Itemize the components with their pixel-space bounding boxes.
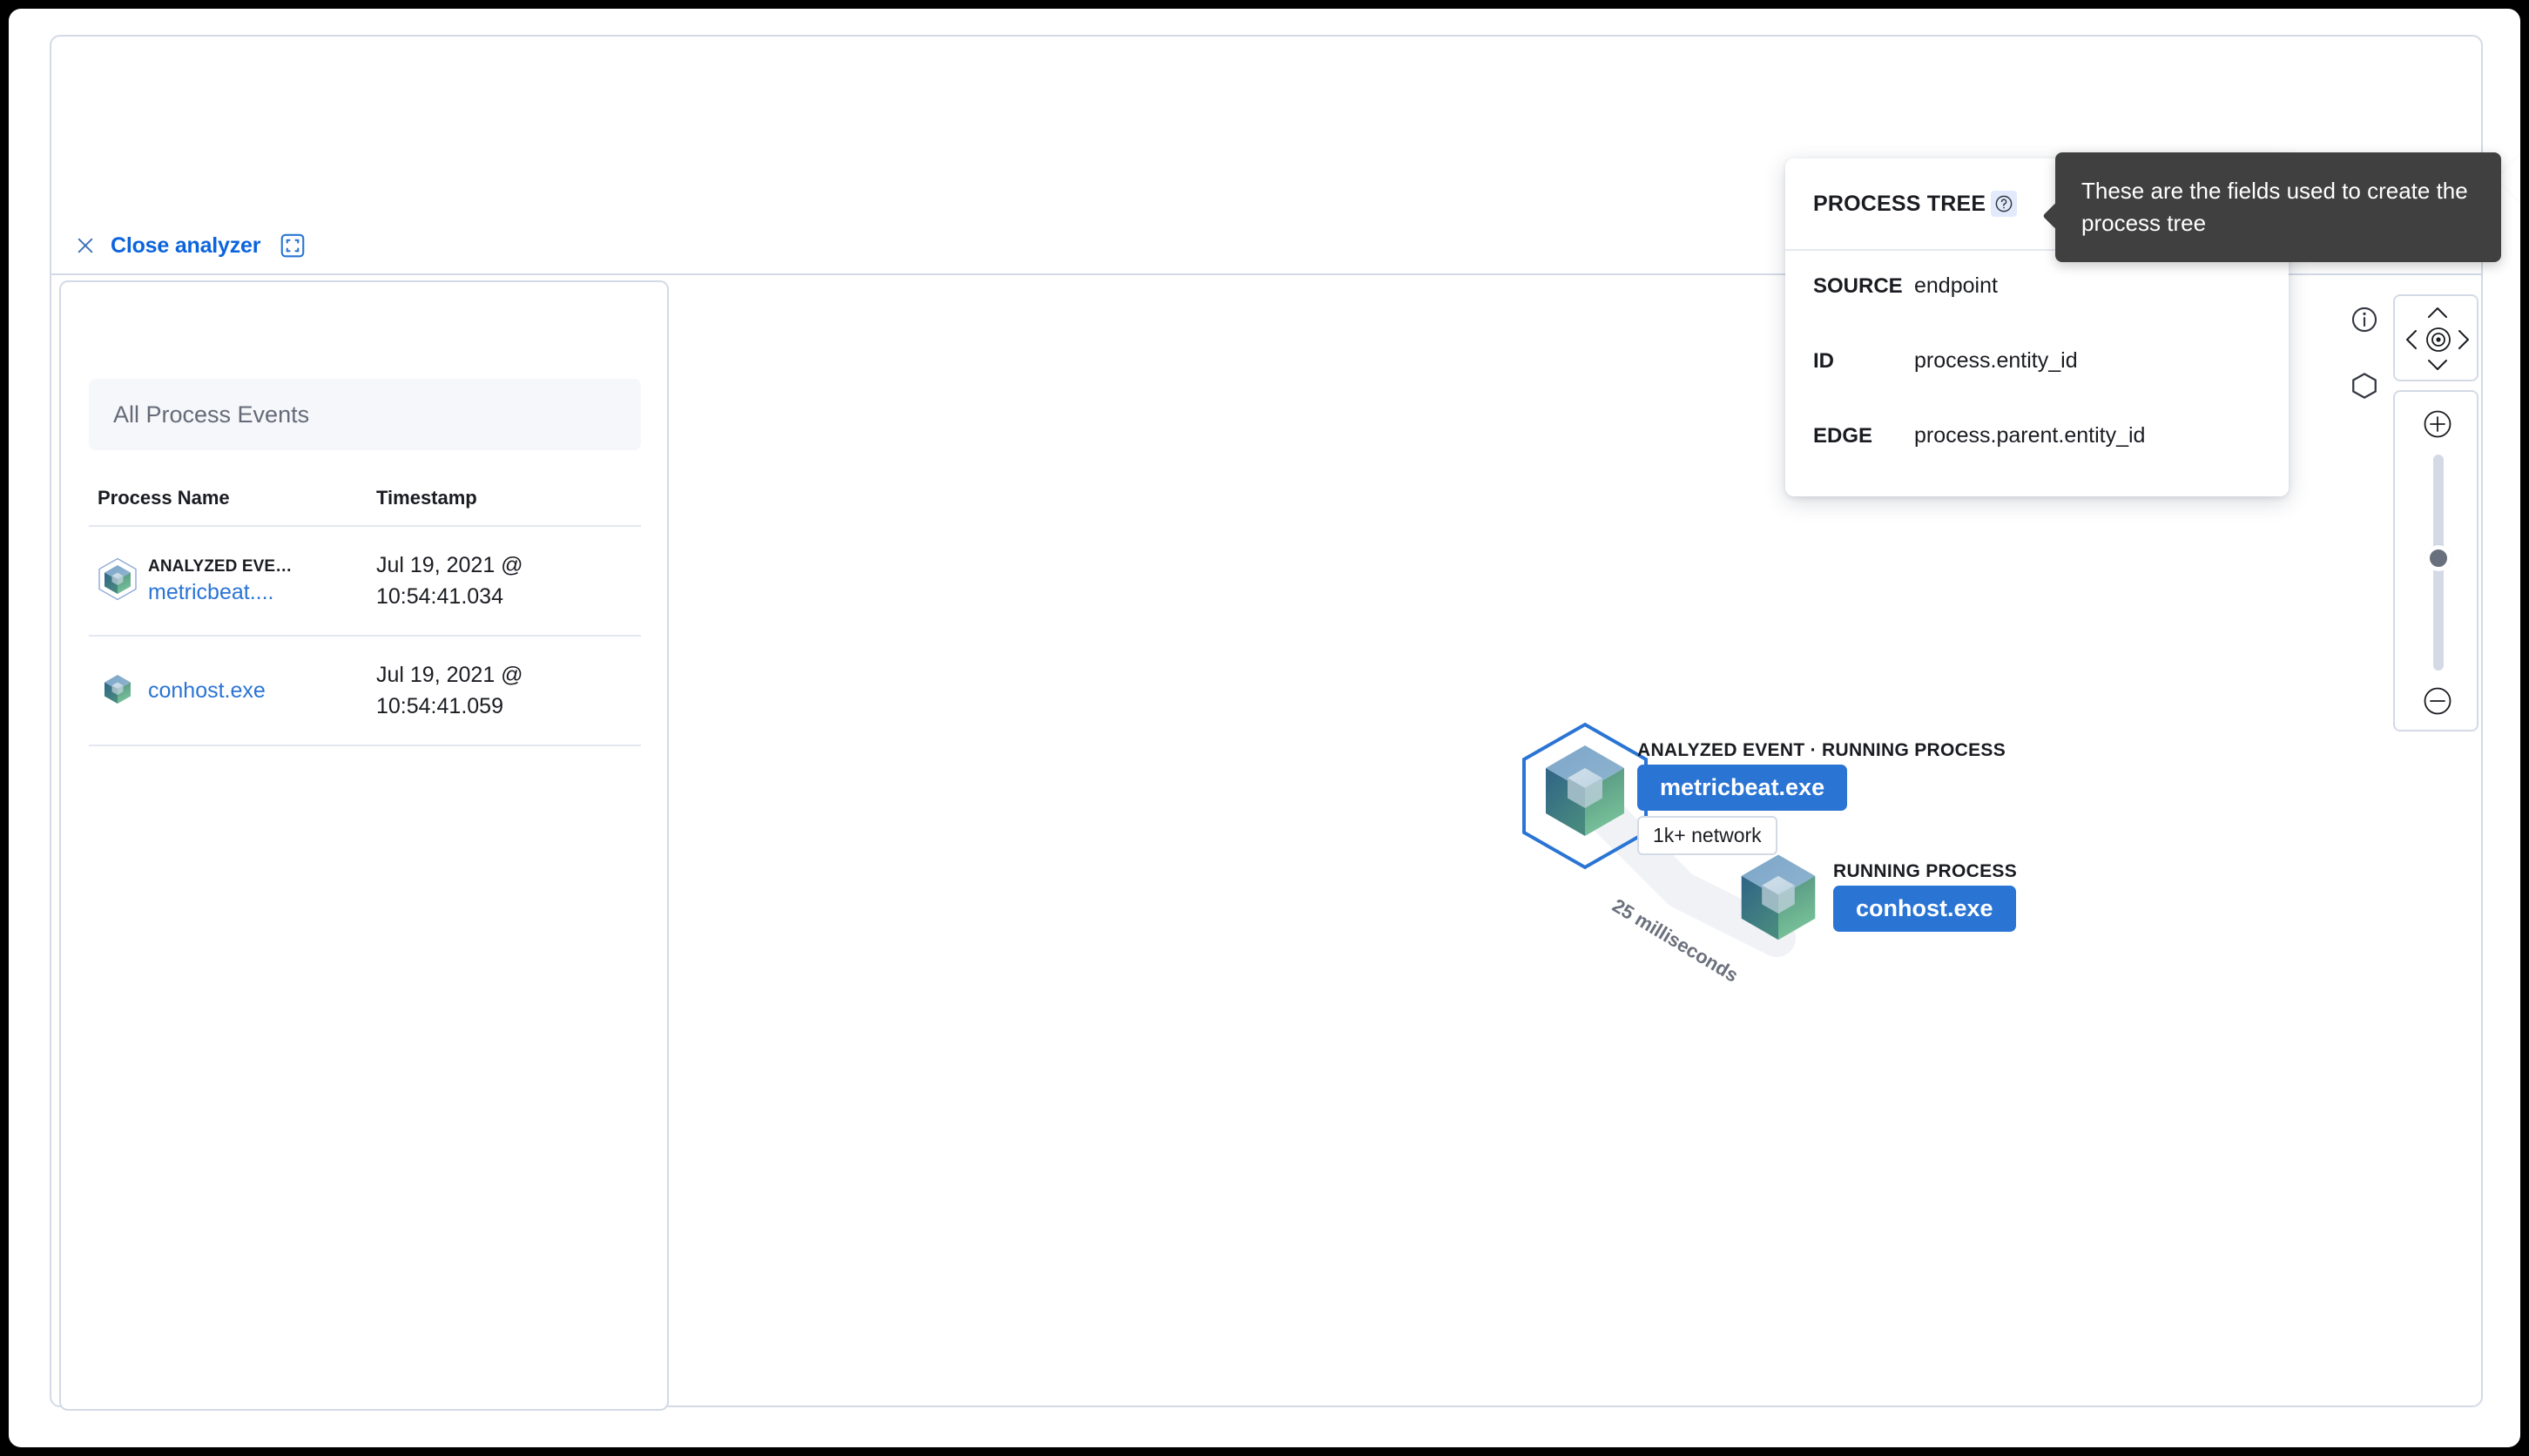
pan-left-icon[interactable] [2400,326,2423,354]
process-name-texts: ANALYZED EVE… metricbeat.... [148,557,292,605]
timestamp-cell: Jul 19, 2021 @ 10:54:41.034 [376,552,523,609]
column-header-timestamp: Timestamp [376,487,477,509]
analyzed-event-badge: ANALYZED EVE… [148,556,293,576]
selected-hexagon-ring-icon [1522,722,1648,870]
close-analyzer-label: Close analyzer [111,233,261,258]
all-process-events-filter-label: All Process Events [113,401,310,428]
process-name-cell: conhost.exe [98,667,376,715]
info-circle-icon[interactable] [2350,305,2379,334]
node-kicker: ANALYZED EVENT · RUNNING PROCESS [1637,740,2006,760]
pan-up-icon[interactable] [2424,301,2451,324]
popover-header: PROCESS TREE [1785,158,2289,251]
popover-field-value: process.parent.entity_id [1914,423,2146,448]
zoom-in-icon[interactable] [2421,408,2454,441]
process-name-cell: ANALYZED EVE… metricbeat.... [98,557,376,605]
column-header-process-name: Process Name [98,487,230,509]
node-kicker: RUNNING PROCESS [1833,861,2018,881]
zoom-out-icon[interactable] [2421,684,2454,718]
process-tree-graph[interactable]: 25 milliseconds ANALYZED EVENT · RUNNING… [671,280,2482,1411]
node-network-badge[interactable]: 1k+ network [1637,816,1777,855]
table-row[interactable]: conhost.exe Jul 19, 2021 @ 10:54:41.059 [89,637,641,746]
fullscreen-icon[interactable] [280,233,306,259]
zoom-slider-thumb[interactable] [2425,545,2451,571]
all-process-events-filter[interactable]: All Process Events [89,379,641,450]
popover-field-row: EDGE process.parent.entity_id [1813,423,2289,498]
node-process-pill[interactable]: conhost.exe [1833,886,2016,932]
hexagon-icon[interactable] [2350,371,2379,401]
zoom-control-panel[interactable] [2393,390,2478,731]
process-events-table: Process Name Timestamp [89,487,641,746]
process-cube-icon [1741,854,1816,940]
help-tooltip-text: These are the fields used to create the … [2081,178,2468,236]
graph-side-icon-rail [2350,305,2379,401]
popover-field-value: process.entity_id [1914,348,2078,373]
popover-field-row: ID process.entity_id [1813,348,2289,423]
process-cube-icon [98,667,138,715]
pan-center-icon[interactable] [2422,323,2455,356]
process-cube-icon [98,557,138,605]
process-name-link[interactable]: metricbeat.... [148,579,274,604]
question-circle-icon[interactable] [1991,191,2018,217]
popover-field-key: EDGE [1813,424,1873,448]
popover-title: PROCESS TREE [1813,191,1986,216]
node-label-group: RUNNING PROCESS conhost.exe [1833,861,2017,932]
table-header-row: Process Name Timestamp [89,487,641,527]
node-label-group: ANALYZED EVENT · RUNNING PROCESS metricb… [1637,740,2006,855]
process-events-panel: All Process Events Process Name Timestam… [59,280,669,1411]
popover-field-key: ID [1813,349,1834,373]
popover-field-row: SOURCE endpoint [1813,273,2289,348]
app-window: Close analyzer All Process Events Proces… [9,9,2520,1447]
node-process-pill[interactable]: metricbeat.exe [1637,765,1848,811]
table-row[interactable]: ANALYZED EVE… metricbeat.... Jul 19, 202… [89,527,641,637]
timestamp-cell: Jul 19, 2021 @ 10:54:41.059 [376,662,523,718]
pan-right-icon[interactable] [2452,326,2475,354]
help-tooltip: These are the fields used to create the … [2042,152,2501,262]
zoom-slider-track[interactable] [2425,455,2451,671]
pan-control-panel[interactable] [2393,294,2478,381]
close-x-icon [76,236,95,255]
close-analyzer-button[interactable]: Close analyzer [76,233,260,259]
popover-field-list: SOURCE endpoint ID process.entity_id EDG… [1785,251,2289,498]
process-cube-icon [1546,745,1624,836]
popover-field-value: endpoint [1914,273,1998,298]
process-name-texts: conhost.exe [148,678,266,704]
pan-down-icon[interactable] [2424,354,2451,376]
process-name-link[interactable]: conhost.exe [148,677,266,703]
popover-field-key: SOURCE [1813,274,1903,298]
